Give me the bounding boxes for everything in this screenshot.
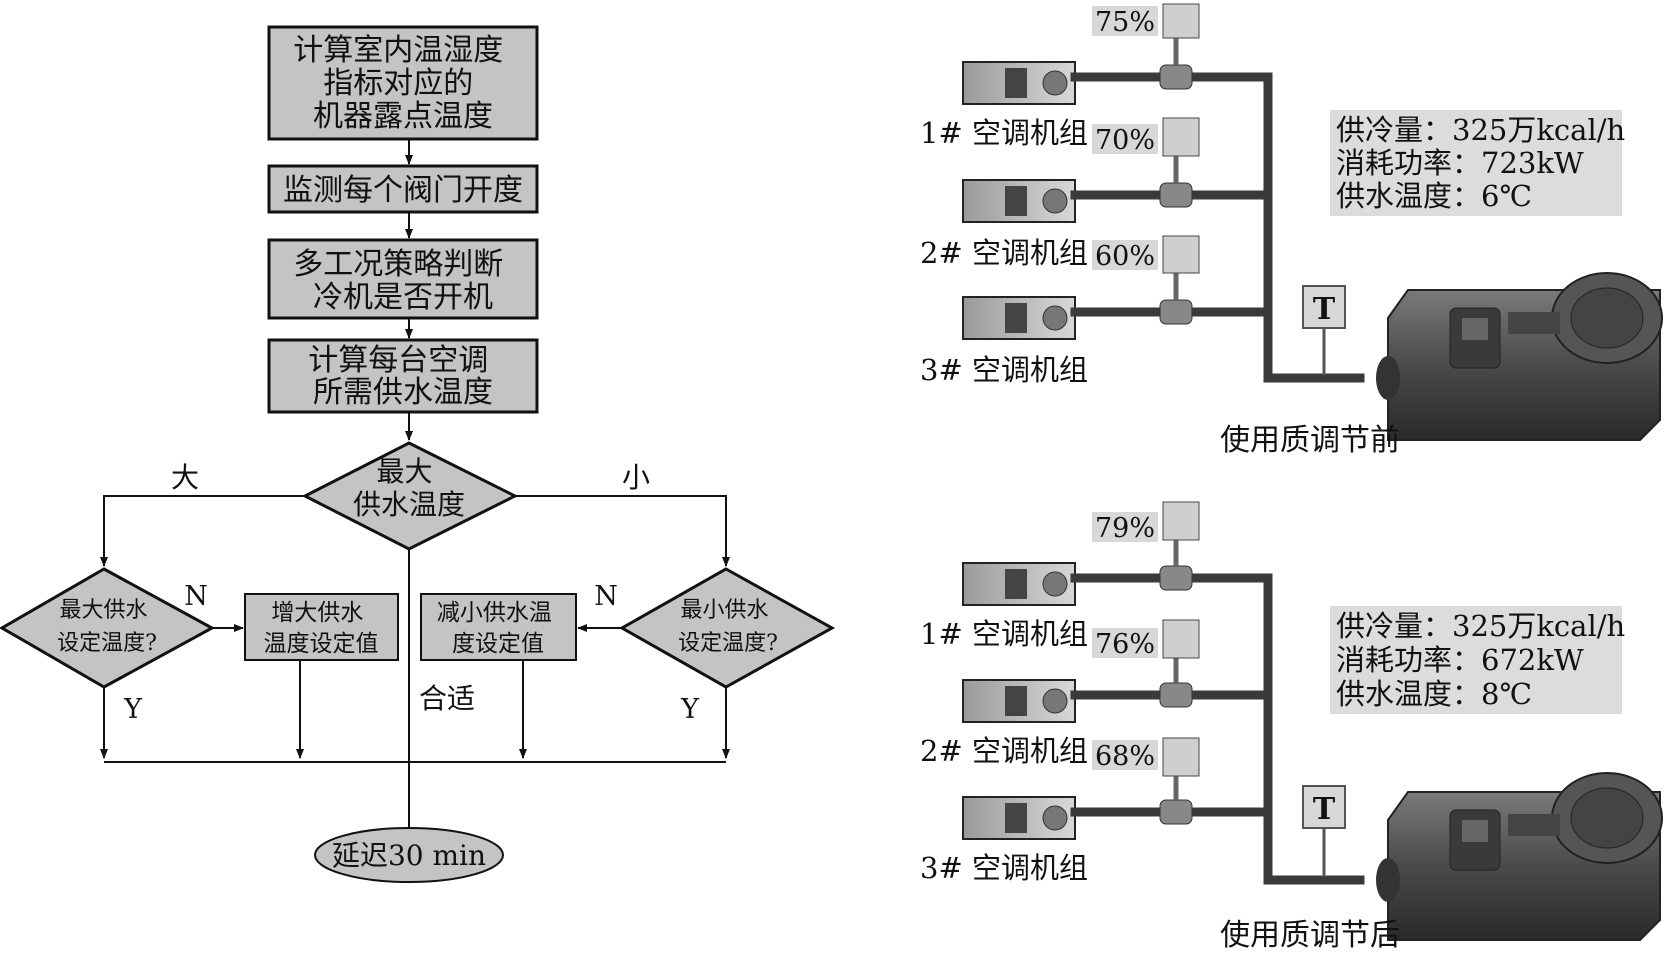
label-n-right: N [594, 581, 618, 612]
sensor-glyph: T [1313, 792, 1336, 827]
action-increase-setpoint [244, 593, 399, 661]
ahu-panel-icon [1005, 186, 1027, 216]
decision-min-setpoint [618, 567, 836, 689]
ahu-panel-icon [1005, 68, 1027, 98]
process-box-supply-temp-text: 计算每台空调 所需供水温度 [308, 343, 498, 410]
unit-label: 3# 空调机组 [920, 851, 1088, 885]
valve-pct: 79% [1095, 513, 1155, 544]
valve-icon [1159, 799, 1193, 825]
process-box-valve-monitor [267, 164, 539, 214]
process-box-valve-monitor-text: 监测每个阀门开度 [283, 173, 523, 208]
info-box-text: 供冷量：325万kcal/h 消耗功率：723kW 供水温度：6℃ [1336, 113, 1634, 213]
ahu-fan-icon [1042, 70, 1068, 96]
chiller-icon [1376, 772, 1663, 941]
decision-max-setpoint [0, 567, 216, 689]
ahu-fan-icon [1042, 805, 1068, 831]
valve-pct: 60% [1095, 241, 1155, 272]
label-fit: 合适 [419, 682, 475, 715]
panel-after: 79% 1# 空调机组 76% 2# 空调机组 68% [920, 501, 1663, 953]
end-terminal [314, 827, 504, 883]
ahu-unit-2: 70% 2# 空调机组 [920, 117, 1273, 270]
valve-icon [1159, 299, 1193, 325]
temperature-sensor-icon: T [1302, 785, 1346, 877]
ahu-unit-1: 75% 1# 空调机组 [920, 3, 1273, 150]
panel-caption: 使用质调节前 [1220, 423, 1400, 458]
valve-pct-bg [1092, 628, 1158, 658]
valve-pct: 68% [1095, 741, 1155, 772]
ahu-fan-icon [1042, 188, 1068, 214]
valve-pct-bg [1092, 6, 1158, 36]
unit-label: 2# 空调机组 [920, 734, 1088, 768]
process-box-strategy [267, 238, 539, 320]
ahu-panel-icon [1005, 686, 1027, 716]
ahu-unit-1: 79% 1# 空调机组 [920, 501, 1273, 651]
ahu-fan-icon [1042, 305, 1068, 331]
unit-label: 3# 空调机组 [920, 353, 1088, 387]
label-n-left: N [184, 581, 208, 612]
actuator-icon [1162, 3, 1200, 39]
valve-icon [1159, 682, 1193, 708]
process-box-strategy-text: 多工况策略判断 冷机是否开机 [293, 247, 513, 315]
branch-large-label: 大 [171, 461, 199, 494]
unit-label: 1# 空调机组 [920, 617, 1088, 651]
ahu-panel-icon [1005, 803, 1027, 833]
sensor-glyph: T [1313, 292, 1336, 327]
temperature-sensor-icon: T [1302, 285, 1346, 375]
ahu-panel-icon [1005, 303, 1027, 333]
valve-pct-bg [1092, 124, 1158, 154]
unit-label: 1# 空调机组 [920, 116, 1088, 150]
valve-pct-bg [1092, 240, 1158, 270]
branch-small-line [515, 495, 730, 567]
actuator-icon [1162, 235, 1200, 274]
supply-header-pipe [1263, 72, 1365, 383]
action-decrease-setpoint-text: 减小供水温 度设定值 [437, 600, 559, 657]
branch-small-label: 小 [622, 461, 650, 494]
process-box-supply-temp [267, 338, 539, 414]
label-y-left: Y [123, 694, 143, 725]
valve-icon [1159, 565, 1193, 591]
info-box-bg [1330, 110, 1622, 216]
label-y-right: Y [680, 694, 700, 725]
valve-pct: 70% [1095, 125, 1155, 156]
actuator-icon [1162, 117, 1200, 157]
end-terminal-text: 延迟30 min [332, 839, 486, 872]
process-box-dewpoint [267, 25, 539, 141]
decision-min-setpoint-text: 最小供水 设定温度? [678, 598, 778, 656]
flowchart: 计算室内温湿度 指标对应的 机器露点温度 监测每个阀门开度 多工况策略判断 冷机… [0, 25, 836, 883]
valve-pct: 76% [1095, 629, 1155, 660]
ahu-unit-3: 68% 3# 空调机组 [920, 737, 1273, 885]
panel-before: 75% 1# 空调机组 70% 2# 空调机组 60% [920, 3, 1663, 458]
chiller-icon [1376, 272, 1663, 441]
valve-icon [1159, 64, 1193, 90]
decision-max-supply-temp-text: 最大 供水温度 [353, 455, 465, 521]
action-decrease-setpoint [420, 593, 577, 661]
ahu-panel-icon [1005, 569, 1027, 599]
process-box-dewpoint-text: 计算室内温湿度 指标对应的 机器露点温度 [293, 33, 513, 134]
valve-pct-bg [1092, 740, 1158, 770]
branch-large-line [100, 495, 305, 567]
action-increase-setpoint-text: 增大供水 温度设定值 [264, 600, 379, 657]
decision-max-setpoint-text: 最大供水 设定温度? [57, 598, 157, 656]
ahu-unit-2: 76% 2# 空调机组 [920, 619, 1273, 768]
unit-label: 2# 空调机组 [920, 236, 1088, 270]
panel-caption: 使用质调节后 [1220, 918, 1400, 953]
info-box-bg [1330, 606, 1622, 714]
actuator-icon [1162, 619, 1200, 659]
actuator-icon [1162, 501, 1200, 541]
info-box-text: 供冷量：325万kcal/h 消耗功率：672kW 供水温度：8℃ [1336, 609, 1634, 711]
ahu-fan-icon [1042, 688, 1068, 714]
valve-icon [1159, 182, 1193, 208]
supply-header-pipe [1263, 573, 1365, 885]
ahu-fan-icon [1042, 571, 1068, 597]
valve-pct-bg [1092, 512, 1158, 542]
actuator-icon [1162, 737, 1200, 777]
valve-pct: 75% [1095, 7, 1155, 38]
ahu-unit-3: 60% 3# 空调机组 [920, 235, 1273, 387]
